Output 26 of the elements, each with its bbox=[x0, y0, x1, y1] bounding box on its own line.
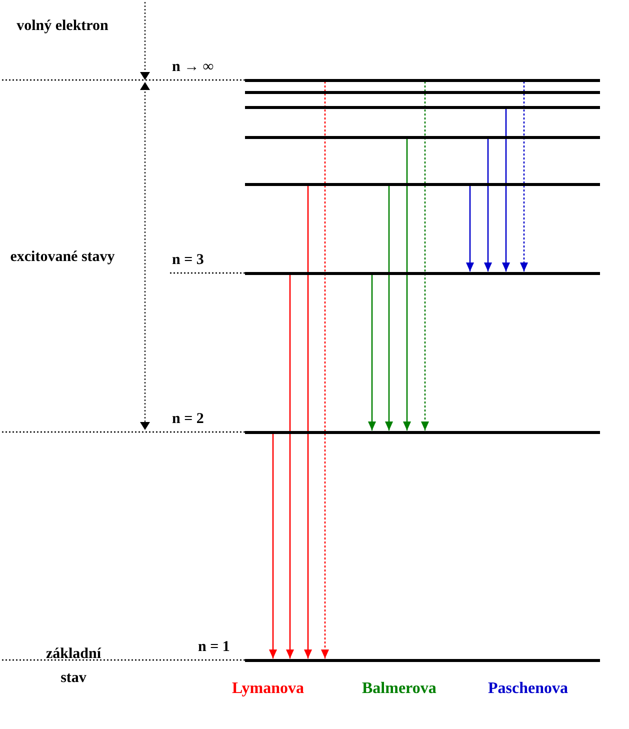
transition-arrow bbox=[286, 274, 294, 658]
state-label: základní stav bbox=[44, 645, 102, 688]
series-label: Paschenova bbox=[488, 679, 568, 698]
transition-arrow bbox=[421, 82, 429, 430]
level-label: n → ∞ bbox=[172, 58, 214, 77]
state-label: volný elektron bbox=[16, 17, 110, 36]
energy-level-line bbox=[245, 90, 600, 94]
transition-arrow bbox=[403, 138, 411, 430]
transition-arrow bbox=[368, 274, 376, 430]
energy-level-line bbox=[245, 136, 600, 138]
transition-arrow bbox=[269, 434, 277, 658]
energy-level-line bbox=[245, 106, 600, 108]
transition-arrow bbox=[520, 82, 528, 272]
transition-arrow bbox=[484, 138, 492, 272]
level-label: n = 2 bbox=[172, 410, 204, 429]
transition-arrow bbox=[385, 186, 393, 430]
transition-arrow bbox=[304, 186, 312, 658]
state-label: excitované stavy bbox=[9, 248, 116, 267]
level-label: n = 1 bbox=[198, 638, 230, 657]
transition-arrow bbox=[321, 82, 329, 658]
level-label: n = 3 bbox=[172, 251, 204, 270]
energy-level-line bbox=[245, 182, 600, 186]
series-label: Balmerova bbox=[362, 679, 436, 698]
series-label: Lymanova bbox=[232, 679, 304, 698]
transition-arrow bbox=[466, 186, 474, 272]
transition-arrow bbox=[502, 108, 510, 272]
